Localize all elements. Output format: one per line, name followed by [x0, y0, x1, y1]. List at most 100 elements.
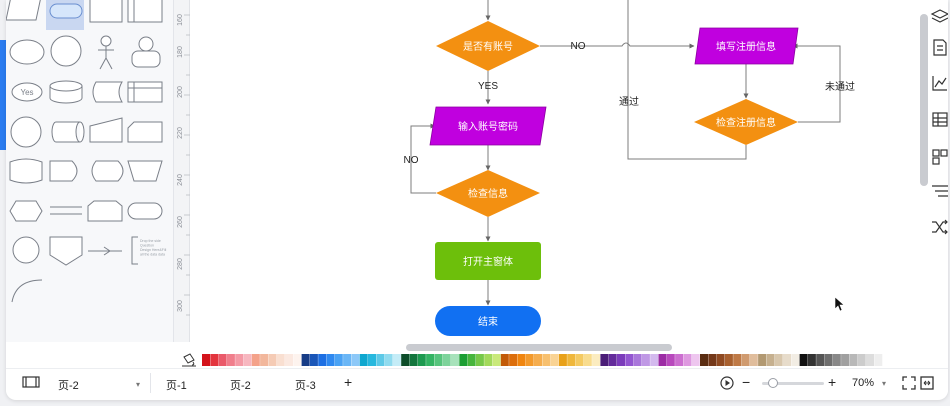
color-swatch[interactable] — [434, 354, 443, 366]
color-swatch[interactable] — [351, 354, 360, 366]
color-swatch[interactable] — [509, 354, 518, 366]
color-swatch[interactable] — [558, 354, 567, 366]
tab-page-2[interactable]: 页-2 — [230, 380, 251, 392]
color-swatch[interactable] — [392, 354, 401, 366]
shape-internal-storage[interactable] — [89, 0, 123, 23]
color-swatch[interactable] — [741, 354, 750, 366]
color-swatch[interactable] — [276, 354, 285, 366]
color-swatch[interactable] — [343, 354, 352, 366]
shape-double-line[interactable] — [50, 206, 82, 215]
shape-delay[interactable] — [49, 160, 78, 182]
shape-display[interactable] — [91, 160, 124, 182]
color-swatch[interactable] — [475, 354, 484, 366]
zoom-out-button[interactable]: − — [742, 374, 751, 390]
shape-document-tape[interactable] — [9, 158, 43, 184]
shape-ellipse[interactable] — [9, 39, 45, 65]
component-icon[interactable] — [932, 149, 948, 165]
node-open-main[interactable]: 打开主窗体 — [435, 242, 541, 280]
node-has-account[interactable]: 是否有账号 — [436, 21, 540, 71]
add-page-button[interactable]: + — [344, 374, 353, 390]
color-swatch[interactable] — [824, 354, 833, 366]
color-swatch[interactable] — [874, 354, 883, 366]
chart-icon[interactable] — [932, 76, 947, 91]
color-swatch[interactable] — [691, 354, 700, 366]
layers-icon[interactable] — [930, 9, 948, 23]
color-swatch[interactable] — [467, 354, 476, 366]
color-swatch[interactable] — [243, 354, 252, 366]
color-swatch[interactable] — [417, 354, 426, 366]
color-swatch[interactable] — [724, 354, 733, 366]
node-end[interactable]: 结束 — [435, 306, 541, 336]
shape-loop-limit[interactable] — [87, 200, 123, 222]
node-check-register[interactable]: 检查注册信息 — [694, 99, 798, 145]
color-swatch[interactable] — [218, 354, 227, 366]
color-swatch[interactable] — [617, 354, 625, 366]
horizontal-scrollbar[interactable] — [406, 344, 672, 351]
color-swatch[interactable] — [517, 354, 526, 366]
shape-terminator-selected[interactable] — [49, 3, 83, 19]
shape-circle-2[interactable] — [10, 116, 42, 148]
color-swatch[interactable] — [492, 354, 501, 366]
color-swatch[interactable] — [683, 354, 692, 366]
color-swatch[interactable] — [334, 354, 343, 366]
color-swatch[interactable] — [766, 354, 775, 366]
color-swatch[interactable] — [650, 354, 659, 366]
color-swatch[interactable] — [525, 354, 534, 366]
fill-bucket-icon[interactable] — [182, 353, 196, 367]
color-swatch[interactable] — [226, 354, 235, 366]
shape-direct-data[interactable] — [51, 121, 85, 143]
color-swatch[interactable] — [791, 354, 800, 366]
color-swatch[interactable] — [733, 354, 742, 366]
color-swatch[interactable] — [368, 354, 376, 366]
shuffle-icon[interactable] — [932, 219, 948, 235]
color-swatch[interactable] — [625, 354, 634, 366]
color-swatch[interactable] — [592, 354, 601, 366]
edge-notpass-loop[interactable] — [792, 43, 841, 123]
color-swatch[interactable] — [799, 354, 808, 366]
edge-no-loop[interactable] — [410, 123, 436, 194]
color-swatch[interactable] — [866, 354, 874, 366]
page-icon[interactable] — [933, 39, 947, 56]
shape-card[interactable] — [127, 121, 163, 143]
color-swatch[interactable] — [426, 354, 435, 366]
zoom-slider[interactable] — [762, 378, 824, 388]
color-swatch[interactable] — [608, 354, 617, 366]
tab-page-3[interactable]: 页-3 — [295, 380, 316, 392]
color-swatch[interactable] — [301, 354, 310, 366]
edge-pass-loop[interactable] — [627, 0, 747, 160]
shape-arc[interactable] — [11, 279, 43, 303]
color-swatch[interactable] — [666, 354, 675, 366]
color-swatch[interactable] — [260, 354, 269, 366]
color-swatch[interactable] — [849, 354, 858, 366]
color-swatch[interactable] — [658, 354, 667, 366]
node-enter-password[interactable]: 输入账号密码 — [429, 106, 547, 146]
color-swatch[interactable] — [285, 354, 293, 366]
color-swatch[interactable] — [708, 354, 717, 366]
tab-page-1[interactable]: 页-1 — [166, 380, 187, 392]
color-swatch[interactable] — [484, 354, 493, 366]
shape-multi-doc[interactable] — [127, 0, 163, 23]
color-swatch[interactable] — [359, 354, 368, 366]
color-swatch[interactable] — [832, 354, 841, 366]
color-swatch[interactable] — [318, 354, 327, 366]
color-swatch[interactable] — [583, 354, 592, 366]
color-swatch[interactable] — [376, 354, 385, 366]
zoom-value[interactable]: 70% — [852, 377, 875, 389]
color-swatch[interactable] — [783, 354, 791, 366]
color-swatch[interactable] — [235, 354, 244, 366]
shape-user[interactable] — [131, 36, 161, 68]
page-panel-icon[interactable] — [22, 375, 40, 389]
color-swatch[interactable] — [268, 354, 277, 366]
node-fill-register[interactable]: 填写注册信息 — [694, 27, 799, 65]
diagram-canvas[interactable]: 是否有账号 填写注册信息 检查注册信息 输入账号密码 检查信息 — [190, 0, 918, 342]
shape-yes-ellipse[interactable] — [11, 82, 43, 102]
color-swatch[interactable] — [542, 354, 551, 366]
color-swatch[interactable] — [641, 354, 650, 366]
vertical-scrollbar[interactable] — [920, 14, 928, 186]
color-swatch[interactable] — [202, 354, 210, 366]
color-swatch[interactable] — [442, 354, 451, 366]
color-swatch[interactable] — [293, 354, 302, 366]
color-swatch[interactable] — [633, 354, 642, 366]
color-swatch[interactable] — [774, 354, 783, 366]
color-swatch[interactable] — [500, 354, 509, 366]
